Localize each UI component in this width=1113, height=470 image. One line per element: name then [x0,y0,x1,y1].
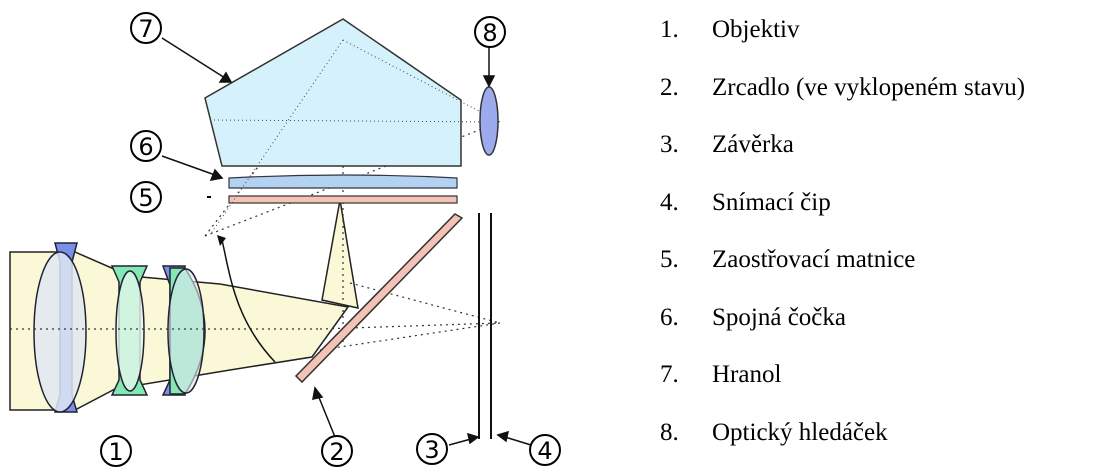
legend-item-viewfinder: 8.Optický hledáček [660,413,1025,470]
callout-5: 5 [131,182,161,212]
legend-item-objective: 1.Objektiv [660,10,1025,68]
mirror [296,214,462,382]
lens-objective [34,243,205,412]
legend-item-shutter: 3.Závěrka [660,125,1025,183]
legend-item-focusing-screen: 5.Zaostřovací matnice [660,240,1025,298]
callout-6: 6 [131,131,161,161]
svg-text:6: 6 [138,133,153,161]
callout-8: 8 [475,17,505,47]
svg-text:5: 5 [138,184,153,212]
legend-list: 1.Objektiv 2.Zrcadlo (ve vyklopeném stav… [660,10,1025,470]
callout-7: 7 [131,13,161,43]
callout-2: 2 [322,436,352,466]
legend-item-mirror: 2.Zrcadlo (ve vyklopeném stavu) [660,68,1025,126]
svg-text:4: 4 [537,437,552,465]
legend-item-prism: 7.Hranol [660,355,1025,413]
svg-text:2: 2 [329,438,344,466]
condenser-lens [229,175,457,188]
slr-camera-diagram: 1 2 3 4 5 6 7 8 [0,0,640,468]
svg-text:8: 8 [482,19,497,47]
pentaprism [205,19,461,166]
legend-item-condenser-lens: 6.Spojná čočka [660,298,1025,356]
svg-text:3: 3 [424,436,439,464]
focusing-screen [229,196,457,203]
callout-3: 3 [417,434,447,464]
callout-1: 1 [101,436,131,466]
callout-4: 4 [530,435,560,465]
svg-text:7: 7 [138,15,153,43]
svg-text:1: 1 [108,438,123,466]
reflected-light-cone [322,200,358,308]
eyepiece-lens [480,87,498,155]
legend-item-sensor: 4.Snímací čip [660,183,1025,241]
